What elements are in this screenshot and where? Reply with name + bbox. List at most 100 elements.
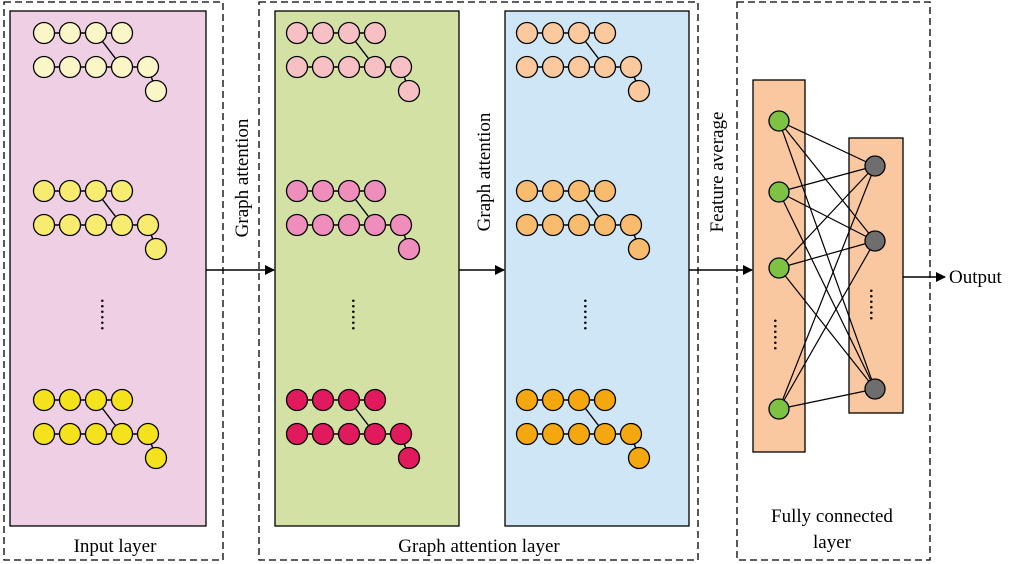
graph-node <box>110 55 134 79</box>
fc-connection <box>778 165 876 269</box>
fc-connection <box>778 165 876 193</box>
graph-node <box>58 213 82 237</box>
graph-node <box>144 446 168 470</box>
feature-average-label: Feature average <box>707 112 728 233</box>
graph-node <box>619 213 643 237</box>
graph-input-1 <box>32 21 168 103</box>
graph-node <box>311 213 335 237</box>
fc-output-node <box>864 230 886 252</box>
graph-node <box>593 388 617 412</box>
fc-layer-label-line1: Fully connected <box>771 506 893 527</box>
graph-node <box>110 388 134 412</box>
graph-node <box>541 21 565 45</box>
graph-node <box>363 422 387 446</box>
graph-node <box>515 422 539 446</box>
graph-node <box>32 388 56 412</box>
graph-node <box>58 55 82 79</box>
fc-in-ellipsis: ...... <box>769 318 794 351</box>
graph-attention-layer-label: Graph attention layer <box>398 536 560 557</box>
graph-attention-label-1: Graph attention <box>232 118 253 237</box>
graph-node <box>567 55 591 79</box>
graph-attention-panel-1 <box>274 10 460 527</box>
graph-node <box>627 237 651 261</box>
graph-node <box>110 213 134 237</box>
graph-gat1-3 <box>285 388 421 470</box>
graph-node <box>32 179 56 203</box>
graph-node <box>144 79 168 103</box>
graph-node <box>58 21 82 45</box>
graph-node <box>337 388 361 412</box>
graph-node <box>32 21 56 45</box>
fc-output-column <box>848 137 904 414</box>
graph-attention-panel-2 <box>504 10 690 527</box>
graph-gat1-1 <box>285 21 421 103</box>
fully-connected-network <box>768 110 886 420</box>
fc-connection <box>778 267 876 390</box>
input-layer-panel <box>9 10 207 527</box>
graph-node <box>84 179 108 203</box>
graph-node <box>311 21 335 45</box>
graph-node <box>541 179 565 203</box>
graph-node <box>337 55 361 79</box>
fc-input-node <box>768 257 790 279</box>
graph-node <box>363 21 387 45</box>
graph-node <box>389 213 413 237</box>
input-layer-label: Input layer <box>74 536 158 557</box>
fc-connection <box>778 240 876 269</box>
graph-node <box>285 179 309 203</box>
graph-node <box>363 179 387 203</box>
graph-node <box>337 21 361 45</box>
graph-node <box>58 179 82 203</box>
fc-connection <box>778 120 876 167</box>
graph-node <box>593 21 617 45</box>
graph-node <box>541 55 565 79</box>
graph-node <box>567 179 591 203</box>
graph-node <box>337 213 361 237</box>
graph-node <box>363 388 387 412</box>
graph-node <box>285 21 309 45</box>
graph-node <box>515 179 539 203</box>
graph-gat1-2 <box>285 179 421 261</box>
graph-node <box>627 446 651 470</box>
graph-node <box>363 213 387 237</box>
graph-node <box>136 213 160 237</box>
fc-connection <box>778 191 876 390</box>
fc-connection <box>778 388 876 410</box>
graph-node <box>285 388 309 412</box>
graph-node <box>515 388 539 412</box>
graph-input-3 <box>32 388 168 470</box>
graph-node <box>32 55 56 79</box>
graph-node <box>32 422 56 446</box>
graph-node <box>515 213 539 237</box>
fc-section-frame <box>736 1 931 561</box>
graph-gat2-2 <box>515 179 651 261</box>
graph-node <box>593 55 617 79</box>
fc-input-node <box>768 398 790 420</box>
graph-node <box>593 213 617 237</box>
graph-node <box>110 422 134 446</box>
graph-node <box>84 422 108 446</box>
graph-node <box>541 388 565 412</box>
graph-node <box>397 237 421 261</box>
graph-node <box>593 422 617 446</box>
graph-gat2-1 <box>515 21 651 103</box>
fc-connection <box>778 240 876 410</box>
graph-node <box>84 55 108 79</box>
gat1-ellipsis: ...... <box>347 298 372 331</box>
fc-out-ellipsis: ...... <box>865 288 890 321</box>
graph-node <box>541 422 565 446</box>
graph-node <box>136 55 160 79</box>
input-section-frame <box>3 1 224 561</box>
fc-layer-label-line2: layer <box>813 532 852 553</box>
graph-node <box>567 422 591 446</box>
graph-node <box>311 179 335 203</box>
graph-node <box>567 388 591 412</box>
graph-node <box>311 388 335 412</box>
fc-output-node <box>864 378 886 400</box>
graph-node <box>136 422 160 446</box>
fc-output-node <box>864 155 886 177</box>
graph-node <box>515 55 539 79</box>
graph-node <box>110 21 134 45</box>
graph-node <box>567 21 591 45</box>
graph-node <box>285 422 309 446</box>
